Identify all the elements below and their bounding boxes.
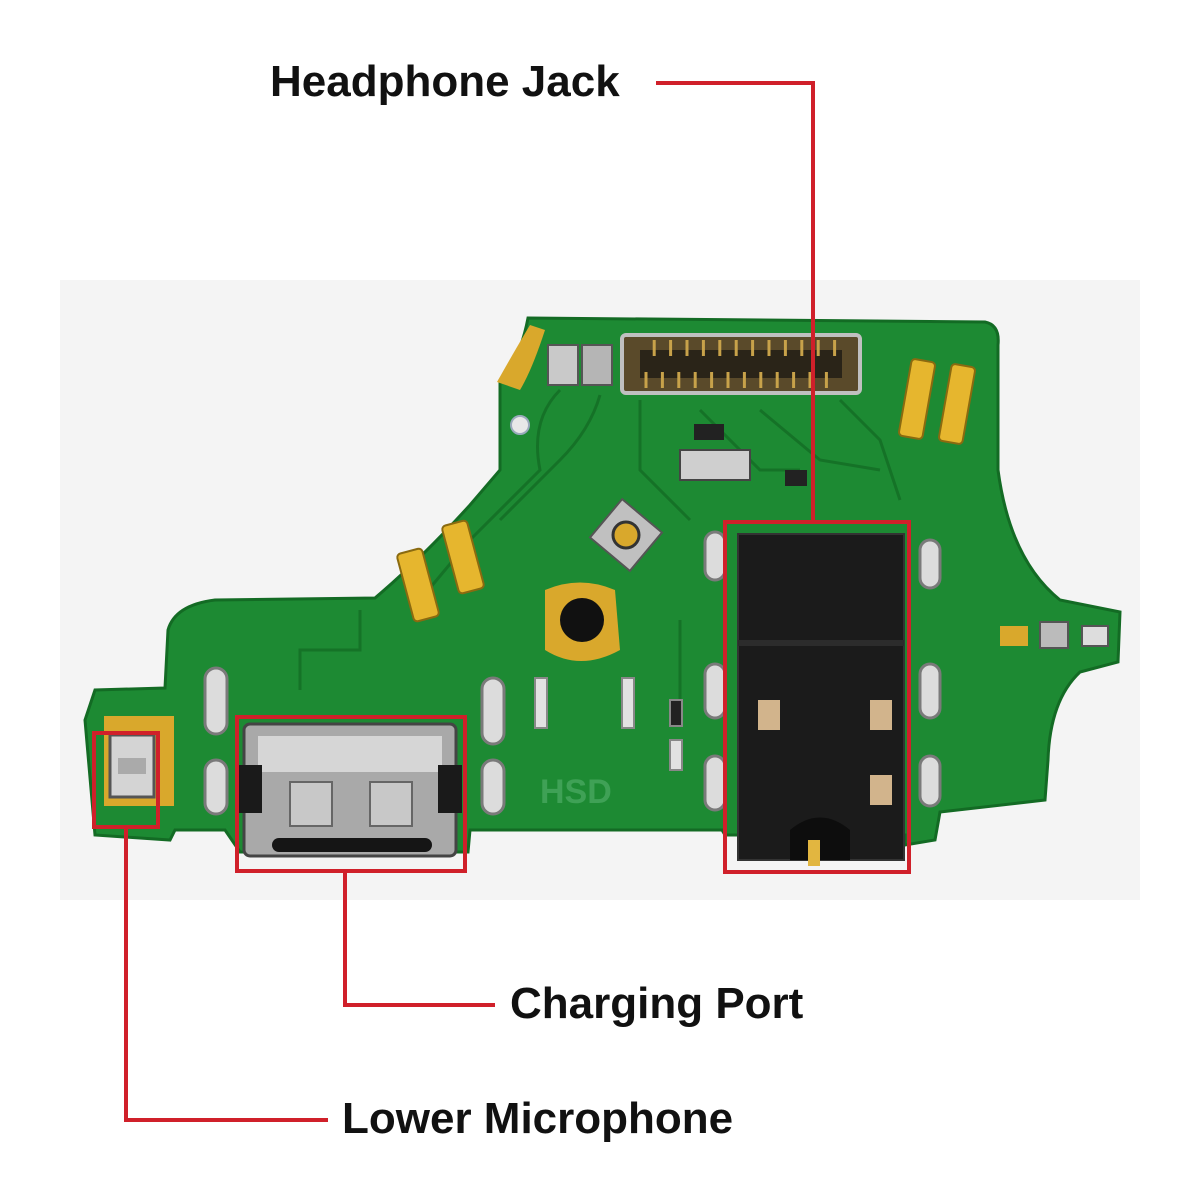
shield-pad-left [547,344,579,386]
smd-resistor [694,424,724,440]
headphone-jack-label: Headphone Jack [270,57,620,106]
lower-microphone-leader-line [124,827,328,1122]
lower-microphone-label: Lower Microphone [342,1094,734,1143]
mount-hole [560,598,604,642]
smd-capacitor [785,470,807,486]
charging-port-label: Charging Port [510,979,804,1028]
fpc-connector [620,333,862,395]
shield-pad-right [581,344,613,386]
antenna-connector [588,497,664,573]
headphone-jack-leader-line [656,81,815,522]
charging-port-callout-box [235,715,467,873]
charging-port-leader-line [343,871,495,1007]
charging-port-component [238,722,462,858]
flex-tail-pads [1000,621,1109,649]
smd-pads-top-right [898,358,976,445]
slim-pads [534,677,683,771]
chip-component [679,449,751,481]
gold-pad-corner [497,325,545,390]
callout-overlays [92,81,911,1122]
silver-pads [203,530,942,816]
board-marking: HSD [540,773,612,811]
headphone-jack-component [737,533,905,866]
lower-microphone-component [104,716,174,806]
smd-pads-mid-left [396,519,485,623]
mount-hole-small [510,415,530,435]
headphone-jack-callout-box [723,520,911,874]
